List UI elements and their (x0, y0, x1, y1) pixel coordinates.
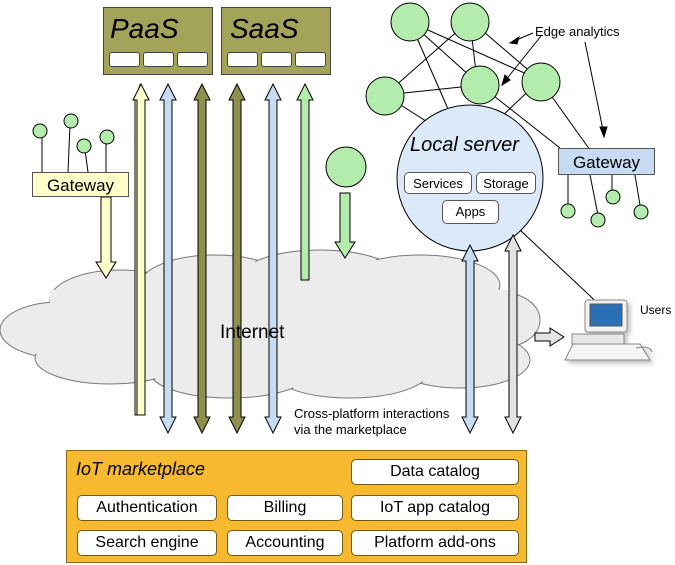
cross-platform-line1: Cross-platform interactions (294, 406, 450, 421)
sensor-node (99, 129, 115, 145)
saas-slot (295, 52, 326, 67)
sensor-node (633, 204, 649, 220)
olive-double-arrow-1 (193, 82, 211, 435)
billing: Billing (227, 495, 343, 521)
sensor-node (590, 212, 606, 228)
paas-slot (177, 52, 208, 67)
saas-platform: SaaS (221, 7, 331, 75)
users-arrow (534, 327, 565, 347)
sensor-node (76, 138, 92, 154)
local-server-grey-arrow (504, 233, 522, 435)
edge-node (460, 65, 500, 105)
sensor-node (63, 113, 79, 129)
edge-node (390, 2, 430, 42)
apps-item: Apps (442, 200, 499, 224)
platform-add-ons: Platform add-ons (351, 530, 519, 556)
local-server-blue-arrow (461, 243, 479, 435)
platform-arrows (95, 82, 565, 435)
iot-marketplace: IoT marketplace Data catalog Authenticat… (66, 450, 527, 563)
edge-analytics-label: Edge analytics (535, 24, 620, 39)
edge-node (325, 146, 367, 188)
cross-platform-line2: via the marketplace (294, 422, 407, 437)
accounting: Accounting (227, 530, 343, 556)
sensor-node (32, 123, 48, 139)
green-up-arrow (296, 82, 314, 281)
search-engine: Search engine (77, 530, 217, 556)
left-gateway-sensors (32, 113, 115, 173)
marketplace-title: IoT marketplace (76, 459, 206, 479)
edge-node (450, 2, 490, 42)
edge-analytics-arrows (501, 32, 608, 139)
data-catalog: Data catalog (351, 459, 519, 485)
gateway-right: Gateway (558, 148, 655, 175)
authentication: Authentication (77, 495, 217, 521)
computer-icon (564, 299, 653, 361)
internet-label: Internet (220, 322, 285, 343)
blue-double-arrow-1 (159, 82, 177, 435)
storage-item: Storage (476, 172, 536, 194)
saas-slot (227, 52, 258, 67)
sensor-node (560, 203, 576, 219)
node-down-arrow (334, 192, 356, 259)
local-server-title: Local server (410, 134, 519, 156)
saas-title: SaaS (230, 13, 299, 44)
users-label: Users (640, 303, 672, 317)
iot-app-catalog: IoT app catalog (351, 495, 519, 521)
paas-slot (143, 52, 174, 67)
paas-title: PaaS (110, 13, 179, 44)
blue-double-arrow-2 (264, 82, 282, 435)
sensor-node (605, 189, 621, 205)
paas-platform: PaaS (103, 7, 213, 75)
services-item: Services (404, 172, 472, 194)
olive-double-arrow-2 (228, 82, 246, 435)
saas-slot (261, 52, 292, 67)
paas-slot (109, 52, 140, 67)
edge-node (521, 62, 561, 102)
edge-node (365, 76, 405, 116)
edge-analytics-nodes (325, 2, 561, 188)
right-gateway-sensors (560, 174, 649, 228)
gateway-down-arrow (95, 196, 117, 279)
gateway-left: Gateway (32, 172, 129, 197)
